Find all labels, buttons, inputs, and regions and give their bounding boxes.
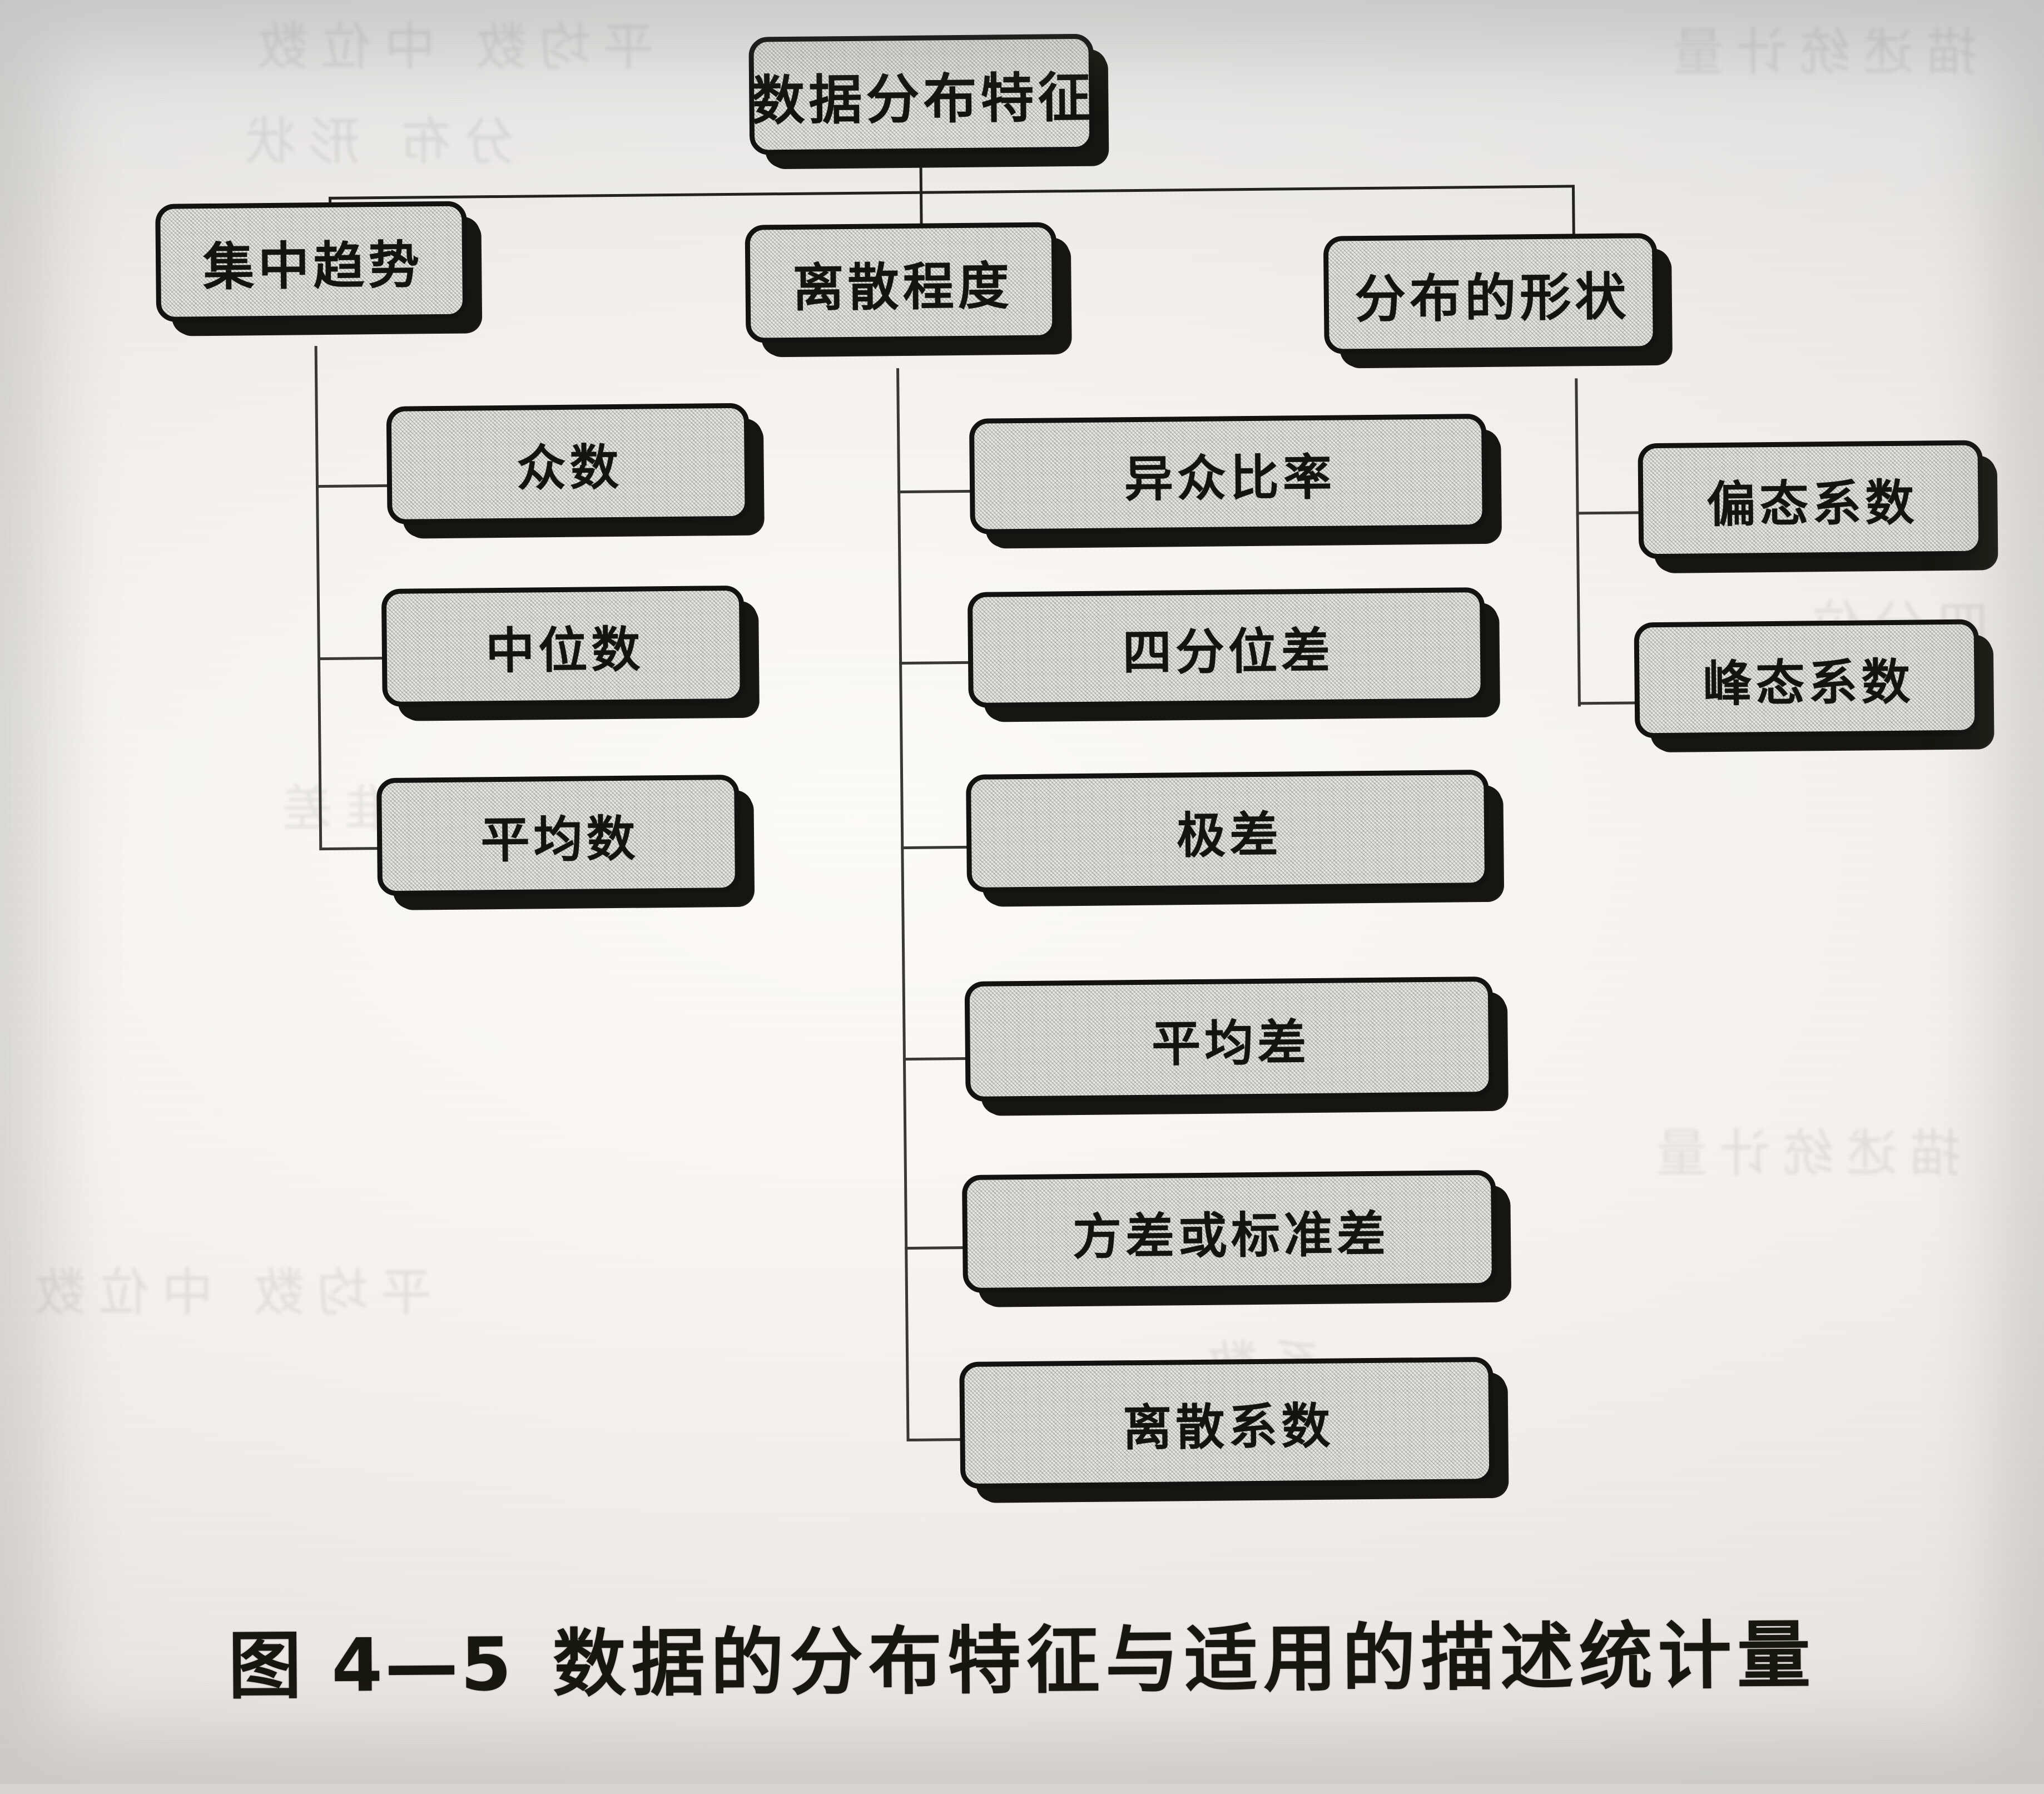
- node-range-label: 极差: [1176, 806, 1283, 864]
- node-mean-deviation[interactable]: 平均差: [964, 976, 1494, 1102]
- node-kurtosis-coefficient-label: 峰态系数: [1703, 653, 1915, 712]
- connector-level2-bus: [329, 185, 1574, 200]
- connector-root-drop: [919, 151, 923, 193]
- node-median[interactable]: 中位数: [381, 585, 745, 707]
- node-skewness-coefficient[interactable]: 偏态系数: [1638, 440, 1984, 559]
- node-shape-label: 分布的形状: [1354, 266, 1630, 329]
- node-mean-deviation-label: 平均差: [1151, 1013, 1311, 1073]
- node-mode[interactable]: 众数: [386, 403, 750, 524]
- figure-caption-title: 数据的分布特征与适用的描述统计量: [552, 1613, 1817, 1707]
- node-interquartile-range-label: 四分位差: [1122, 622, 1334, 681]
- node-interquartile-range[interactable]: 四分位差: [967, 587, 1486, 708]
- node-variance-or-standard-deviation-label: 方差或标准差: [1072, 1205, 1390, 1266]
- node-dispersion-label: 离散程度: [792, 256, 1014, 318]
- node-kurtosis-coefficient[interactable]: 峰态系数: [1634, 619, 1980, 739]
- node-center-tendency-label: 集中趋势: [202, 235, 424, 297]
- node-variation-ratio[interactable]: 异众比率: [969, 413, 1487, 534]
- connector-stub-variance-sd: [905, 1246, 966, 1250]
- connector-stub-mode: [315, 484, 389, 488]
- connector-stub-median: [317, 657, 384, 661]
- node-center-tendency[interactable]: 集中趋势: [155, 201, 468, 322]
- node-shape[interactable]: 分布的形状: [1323, 233, 1658, 354]
- node-root[interactable]: 数据分布特征: [748, 33, 1095, 155]
- figure-caption: 图 4—5 数据的分布特征与适用的描述统计量: [0, 1594, 2044, 1715]
- node-skewness-coefficient-label: 偏态系数: [1706, 474, 1918, 533]
- node-variation-ratio-label: 异众比率: [1124, 448, 1336, 508]
- connector-stub-interquartile-range: [899, 661, 971, 665]
- node-variance-or-standard-deviation[interactable]: 方差或标准差: [961, 1169, 1497, 1294]
- connector-stub-skewness: [1576, 511, 1643, 515]
- node-mean-label: 平均数: [480, 810, 640, 869]
- node-mode-label: 众数: [517, 438, 623, 497]
- node-range[interactable]: 极差: [966, 769, 1490, 893]
- connector-stub-kurtosis: [1577, 701, 1639, 705]
- connector-trunk-dispersion: [896, 368, 910, 1442]
- connector-stub-mean: [319, 847, 385, 851]
- node-coefficient-of-variation[interactable]: 离散系数: [959, 1356, 1495, 1489]
- connector-stub-mean-deviation: [902, 1057, 968, 1061]
- node-dispersion[interactable]: 离散程度: [745, 222, 1058, 343]
- connector-trunk-shape: [1575, 378, 1581, 707]
- connector-stub-range: [901, 845, 969, 850]
- node-root-label: 数据分布特征: [751, 66, 1095, 132]
- connector-stub-coefficient-of-variation: [906, 1438, 967, 1442]
- node-mean[interactable]: 平均数: [376, 774, 741, 896]
- node-coefficient-of-variation-label: 离散系数: [1122, 1397, 1334, 1456]
- connector-trunk-center-tendency: [314, 346, 323, 850]
- figure-caption-number: 图 4—5: [227, 1622, 514, 1709]
- node-median-label: 中位数: [485, 621, 644, 680]
- connector-stub-variation-ratio: [897, 489, 971, 494]
